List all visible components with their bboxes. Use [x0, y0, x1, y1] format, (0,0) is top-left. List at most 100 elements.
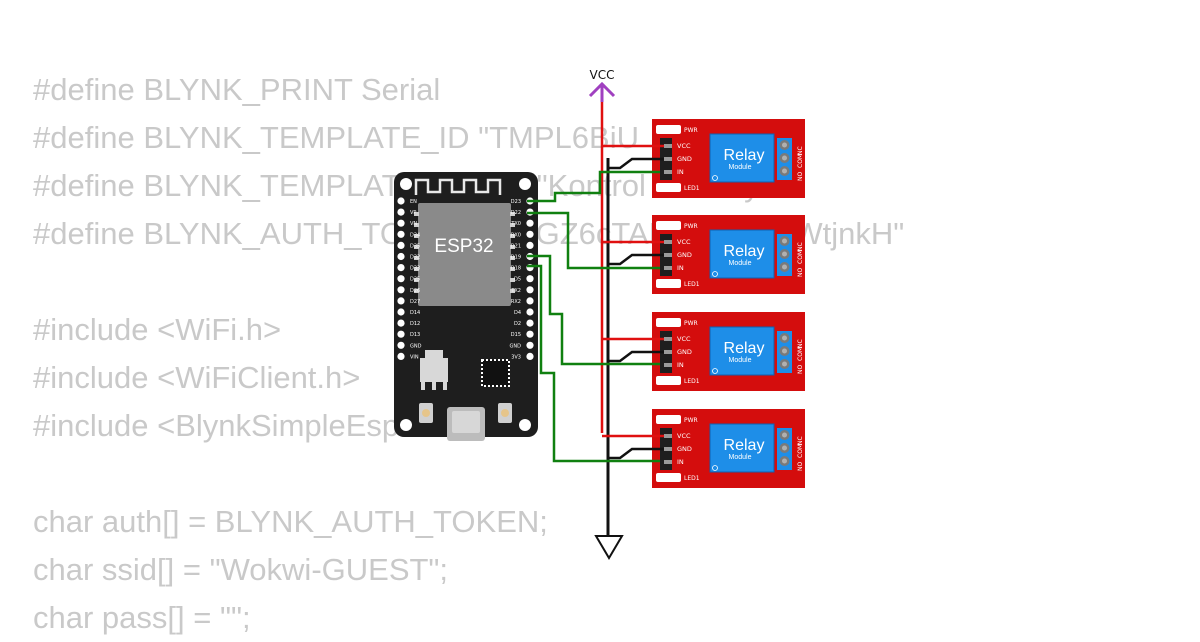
pin-gnd-left[interactable] [397, 341, 405, 349]
pin-label: D19 [511, 255, 521, 261]
relay-pin-vcc[interactable] [664, 240, 672, 244]
usb-chip [481, 359, 510, 387]
relay-body [709, 326, 775, 376]
ground-symbol [594, 535, 624, 560]
pin-d25-left[interactable] [397, 275, 405, 283]
terminal-labels: NOCOMNC [797, 339, 804, 374]
pwr-led-label: PWR [684, 417, 698, 424]
terminal-label: NO [797, 365, 804, 374]
pin-d35-left[interactable] [397, 241, 405, 249]
pin-d5-right[interactable] [526, 275, 534, 283]
pin-label: D5 [514, 277, 521, 283]
gnd-wire-1 [608, 157, 664, 170]
relay-title: Relay [724, 437, 765, 454]
pin-gnd-right[interactable] [526, 341, 534, 349]
terminal-label: NO [797, 268, 804, 277]
pin-label: D2 [514, 321, 521, 327]
pin-label: D33 [410, 266, 420, 272]
pin-label: D14 [410, 310, 420, 316]
pin-label: D34 [410, 232, 420, 238]
relay-body [709, 423, 775, 473]
esp32-board[interactable]: ESP32 ENVPVND34D35D32D33D25D26D27D14D12D… [394, 172, 538, 441]
pwr-led [656, 221, 681, 230]
relay-body [709, 229, 775, 279]
signal-led [656, 183, 681, 192]
pin-3v3-right[interactable] [526, 352, 534, 360]
pin-d4-right[interactable] [526, 308, 534, 316]
pwr-led-label: PWR [684, 320, 698, 327]
vcc-symbol: VCC [588, 68, 616, 102]
pin-d15-right[interactable] [526, 330, 534, 338]
terminal-label: NC [797, 339, 804, 348]
signal-led [656, 473, 681, 482]
en-button[interactable] [419, 403, 433, 423]
pin-label: TX0 [510, 221, 521, 227]
relay-pin-label: GND [677, 348, 692, 356]
pin-vin-left[interactable] [397, 352, 405, 360]
pin-d2-right[interactable] [526, 319, 534, 327]
pin-label: TX2 [510, 288, 521, 294]
terminal-labels: NOCOMNC [797, 146, 804, 181]
relay-pin-vcc[interactable] [664, 144, 672, 148]
signal-led-label: LED1 [684, 185, 700, 192]
signal-led-label: LED1 [684, 378, 700, 385]
pin-label: D22 [511, 210, 521, 216]
vcc-label: VCC [590, 68, 615, 82]
pin-d21-right[interactable] [526, 241, 534, 249]
signal-led-label: LED1 [684, 475, 700, 482]
code-line: char pass[] = ""; [33, 600, 251, 635]
pin-label: GND [510, 343, 522, 349]
code-line: #include <WiFiClient.h> [33, 360, 361, 395]
pin-vp-left[interactable] [397, 208, 405, 216]
code-line: char ssid[] = "Wokwi-GUEST"; [33, 552, 449, 587]
relay-pin-label: GND [677, 445, 692, 453]
relay-pin-in[interactable] [664, 460, 672, 464]
pin-label: D13 [410, 332, 420, 338]
pin-rx2-right[interactable] [526, 297, 534, 305]
pin-en-left[interactable] [397, 197, 405, 205]
relay-pin-in[interactable] [664, 266, 672, 270]
pin-d32-left[interactable] [397, 252, 405, 261]
pin-tx0-right[interactable] [526, 219, 534, 227]
pin-d34-left[interactable] [397, 230, 405, 238]
pin-d14-left[interactable] [397, 308, 405, 316]
relay-pin-vcc[interactable] [664, 337, 672, 341]
terminal-label: COM [797, 444, 804, 458]
code-line: #define BLYNK_TEMPLATE_ID "TMPL6BiU [33, 120, 639, 155]
code-line: #include <WiFi.h> [33, 312, 282, 347]
relay-pin-gnd[interactable] [664, 350, 672, 354]
relay-pin-gnd[interactable] [664, 447, 672, 451]
relay-pin-label: VCC [677, 142, 691, 150]
pin-d27-left[interactable] [397, 297, 405, 305]
relay-pin-label: GND [677, 251, 692, 259]
pin-label: D15 [511, 332, 521, 338]
relay-pin-gnd[interactable] [664, 253, 672, 257]
pin-d13-left[interactable] [397, 330, 405, 338]
relay-pin-label: GND [677, 155, 692, 163]
terminal-label: COM [797, 154, 804, 168]
relay-pin-in[interactable] [664, 170, 672, 174]
pin-d26-left[interactable] [397, 286, 405, 294]
relay-pin-gnd[interactable] [664, 157, 672, 161]
relay-title: Relay [724, 243, 765, 260]
pin-tx2-right[interactable] [526, 286, 534, 294]
relay-pin-label: VCC [677, 335, 691, 343]
boot-button[interactable] [498, 403, 512, 423]
relay-pin-vcc[interactable] [664, 434, 672, 438]
pin-rx0-right[interactable] [526, 230, 534, 238]
terminal-label: NO [797, 462, 804, 471]
signal-wires [527, 170, 660, 463]
pwr-led-label: PWR [684, 223, 698, 230]
gnd-wire-3 [608, 350, 664, 363]
relay-pin-in[interactable] [664, 363, 672, 367]
relay-body [709, 133, 775, 183]
pin-d33-left[interactable] [397, 264, 405, 272]
pin-d12-left[interactable] [397, 319, 405, 327]
relay-subtitle: Module [729, 164, 752, 171]
pin-vn-left[interactable] [397, 219, 405, 227]
